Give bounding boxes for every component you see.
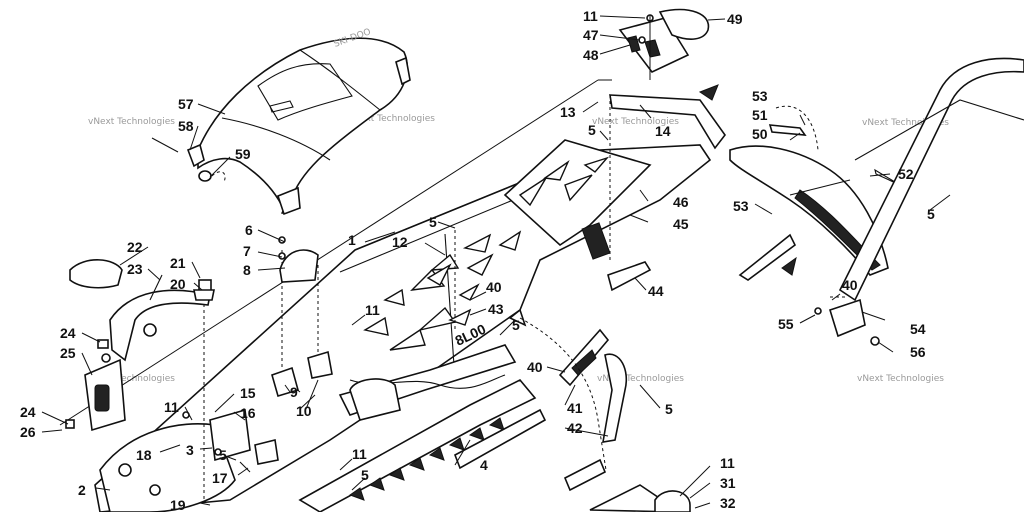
callout-label: 52 bbox=[898, 166, 914, 182]
callout-label: 58 bbox=[178, 118, 194, 134]
callout-label: 53 bbox=[733, 198, 749, 214]
callout-label: 6 bbox=[245, 222, 253, 238]
callout-label: 43 bbox=[488, 301, 504, 317]
callout-label: 24 bbox=[60, 325, 76, 341]
running-board-cleats bbox=[348, 417, 505, 501]
callout-label: 48 bbox=[583, 47, 599, 63]
callout-label: 5 bbox=[219, 447, 227, 463]
callout-label: 10 bbox=[296, 403, 312, 419]
callout-label: 8 bbox=[243, 262, 251, 278]
watermark-text: vNext Technologies bbox=[88, 117, 175, 127]
left-bracket-assembly bbox=[65, 259, 215, 432]
nut-59 bbox=[198, 170, 212, 182]
watermark-text: vNext Technologies bbox=[597, 374, 684, 384]
callout-label: 14 bbox=[655, 123, 671, 139]
callout-label: 19 bbox=[170, 497, 186, 512]
callout-label: 40 bbox=[527, 359, 543, 375]
callout-label: 26 bbox=[20, 424, 36, 440]
callout-label: 40 bbox=[486, 279, 502, 295]
rear-flap-assembly bbox=[698, 84, 901, 281]
callout-label: 11 bbox=[583, 8, 598, 24]
watermark-text: vNext Technologies bbox=[857, 374, 944, 384]
callout-label: 5 bbox=[588, 122, 596, 138]
callout-label: 16 bbox=[240, 405, 256, 421]
leader-57 bbox=[197, 103, 226, 115]
callout-label: 4 bbox=[480, 457, 488, 473]
leader-59 bbox=[209, 156, 231, 178]
callout-label: 21 bbox=[170, 255, 186, 271]
callout-label: 44 bbox=[648, 283, 664, 299]
callout-label: 23 bbox=[127, 261, 143, 277]
callout-label: 40 bbox=[842, 277, 858, 293]
tunnel-assembly: 8L00 bbox=[59, 79, 712, 512]
callout-label: 51 bbox=[752, 107, 768, 123]
callout-label: 3 bbox=[186, 442, 194, 458]
callout-label: 11 bbox=[365, 302, 380, 318]
callout-label: 5 bbox=[429, 214, 437, 230]
callout-label: 11 bbox=[720, 455, 735, 471]
center-left-parts bbox=[182, 236, 333, 473]
callout-label: 47 bbox=[583, 27, 599, 43]
bolt-58 bbox=[151, 137, 179, 153]
callout-label: 53 bbox=[752, 88, 768, 104]
callout-label: 41 bbox=[567, 400, 583, 416]
bottom-right-parts bbox=[563, 458, 711, 512]
callout-label: 5 bbox=[665, 401, 673, 417]
seat-assembly: SKI-DOO bbox=[186, 27, 411, 216]
watermark-text: vNext Technologies bbox=[862, 118, 949, 128]
callout-label: 49 bbox=[727, 11, 743, 27]
callout-labels: 1 2 3 4 5 5 5 5 5 5 5 6 7 8 9 10 11 11 1… bbox=[20, 8, 935, 512]
callout-label: 54 bbox=[910, 321, 926, 337]
callout-label: 25 bbox=[60, 345, 76, 361]
rear-bumper bbox=[814, 57, 1024, 346]
watermark-text: vNext Technologies bbox=[348, 114, 435, 124]
callout-label: 2 bbox=[78, 482, 86, 498]
callout-label: 45 bbox=[673, 216, 689, 232]
callout-label: 13 bbox=[560, 104, 576, 120]
callout-label: 5 bbox=[512, 317, 520, 333]
callout-label: 11 bbox=[164, 399, 179, 415]
callout-label: 12 bbox=[392, 234, 408, 250]
callout-label: 7 bbox=[243, 243, 251, 259]
callout-label: 55 bbox=[778, 316, 794, 332]
callout-label: 22 bbox=[127, 239, 143, 255]
callout-label: 18 bbox=[136, 447, 152, 463]
callout-label: 15 bbox=[240, 385, 256, 401]
callout-label: 1 bbox=[348, 232, 356, 248]
callout-label: 59 bbox=[235, 146, 251, 162]
callout-label: 17 bbox=[212, 470, 228, 486]
callout-label: 20 bbox=[170, 276, 186, 292]
callout-label: 57 bbox=[178, 96, 194, 112]
center-right-parts bbox=[508, 261, 652, 443]
callout-label: 31 bbox=[720, 475, 736, 491]
callout-label: 24 bbox=[20, 404, 36, 420]
callout-label: 32 bbox=[720, 495, 736, 511]
leader-58 bbox=[189, 125, 199, 151]
callout-label: 11 bbox=[352, 446, 367, 462]
watermark-text: vNext Technologies bbox=[592, 117, 679, 127]
callout-label: 5 bbox=[361, 467, 369, 483]
callout-label: 46 bbox=[673, 194, 689, 210]
callout-label: 56 bbox=[910, 344, 926, 360]
callout-label: 50 bbox=[752, 126, 768, 142]
callout-label: 42 bbox=[567, 420, 583, 436]
callout-label: 5 bbox=[927, 206, 935, 222]
callout-label: 9 bbox=[290, 384, 298, 400]
